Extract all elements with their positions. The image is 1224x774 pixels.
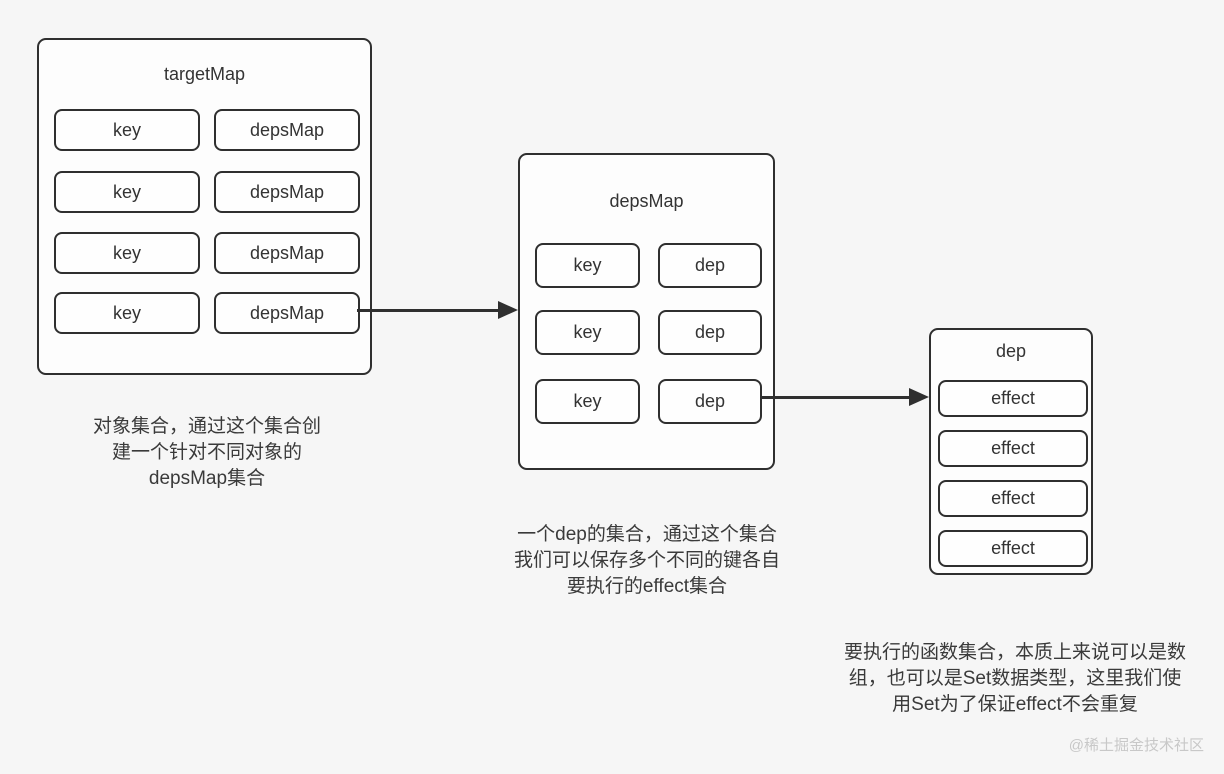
depsmap-dep-cell: dep [658,379,762,424]
depsmap-key-cell: key [535,243,640,288]
dep-effect-cell: effect [938,380,1088,417]
annotation-line: depsMap集合 [148,468,266,489]
targetmap-title: targetMap [163,64,246,84]
arrow-line [760,396,913,399]
depsmap-dep-cell: dep [658,310,762,355]
dep-annotation: 要执行的函数集合，本质上来说可以是数 组，也可以是Set数据类型，这里我们使 用… [830,640,1200,718]
depsmap-dep-cell: dep [658,243,762,288]
depsmap-key-cell: key [535,310,640,355]
depsmap-key-cell: key [535,379,640,424]
depsmap-container: depsMap key dep key dep key dep [518,153,775,470]
annotation-line: 对象集合，通过这个集合创 [92,416,321,437]
targetmap-depsmap-cell: depsMap [214,171,360,213]
targetmap-key-cell: key [54,171,200,213]
targetmap-key-cell: key [54,292,200,334]
targetmap-key-cell: key [54,232,200,274]
annotation-line: 我们可以保存多个不同的键各自 [513,550,780,571]
annotation-line: 组，也可以是Set数据类型，这里我们使 [848,668,1182,689]
annotation-line: 要执行的函数集合，本质上来说可以是数 [843,642,1186,663]
targetmap-depsmap-cell: depsMap [214,292,360,334]
annotation-line: 一个dep的集合，通过这个集合 [517,524,777,545]
annotation-line: 用Set为了保证effect不会重复 [892,694,1138,715]
dep-effect-cell: effect [938,480,1088,517]
dep-effect-cell: effect [938,530,1088,567]
arrow-line [357,309,502,312]
depsmap-title: depsMap [609,191,684,211]
arrow-depsmap-to-dep [760,384,929,412]
targetmap-key-cell: key [54,109,200,151]
dep-container: dep effect effect effect effect [929,328,1093,575]
arrowhead-icon [909,388,929,406]
targetmap-depsmap-cell: depsMap [214,109,360,151]
arrow-targetmap-to-depsmap [357,297,518,325]
dep-title: dep [995,341,1027,361]
targetmap-depsmap-cell: depsMap [214,232,360,274]
arrowhead-icon [498,301,518,319]
watermark: @稀土掘金技术社区 [1068,737,1204,754]
targetmap-annotation: 对象集合，通过这个集合创 建一个针对不同对象的 depsMap集合 [57,414,357,492]
dep-effect-cell: effect [938,430,1088,467]
targetmap-container: targetMap key depsMap key depsMap key de… [37,38,372,375]
depsmap-annotation: 一个dep的集合，通过这个集合 我们可以保存多个不同的键各自 要执行的effec… [487,522,807,600]
annotation-line: 建一个针对不同对象的 [111,442,302,463]
annotation-line: 要执行的effect集合 [566,576,728,597]
